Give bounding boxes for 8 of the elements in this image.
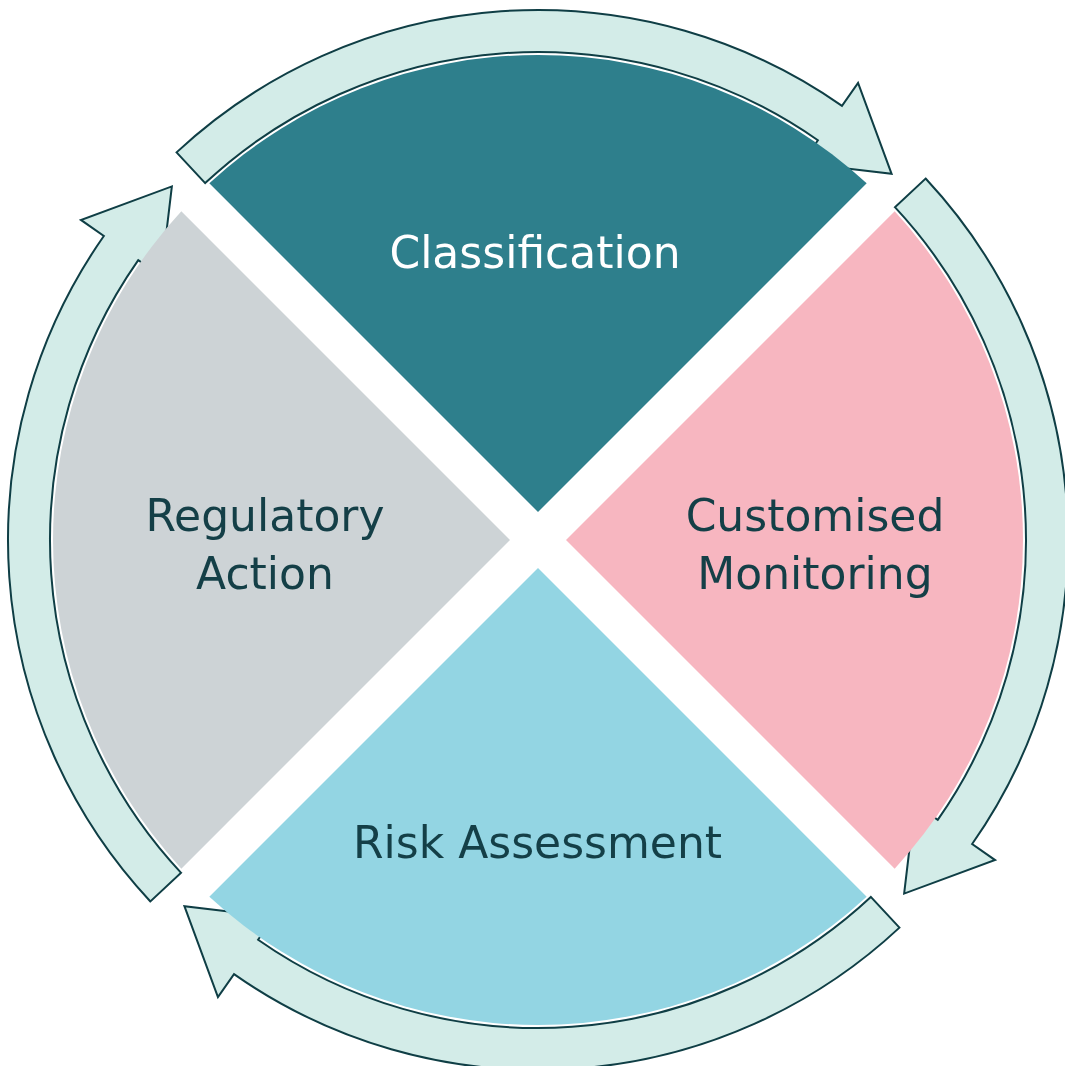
segment-label: Risk Assessment <box>352 815 723 870</box>
curved-arrow <box>175 9 893 185</box>
segment-label: Customised Monitoring <box>684 489 946 601</box>
curved-arrow <box>183 895 901 1066</box>
segment-label: Regulatory Action <box>144 489 386 601</box>
curved-arrow <box>7 185 183 903</box>
curved-arrow <box>893 177 1065 895</box>
segment-label: Classification <box>389 225 681 280</box>
